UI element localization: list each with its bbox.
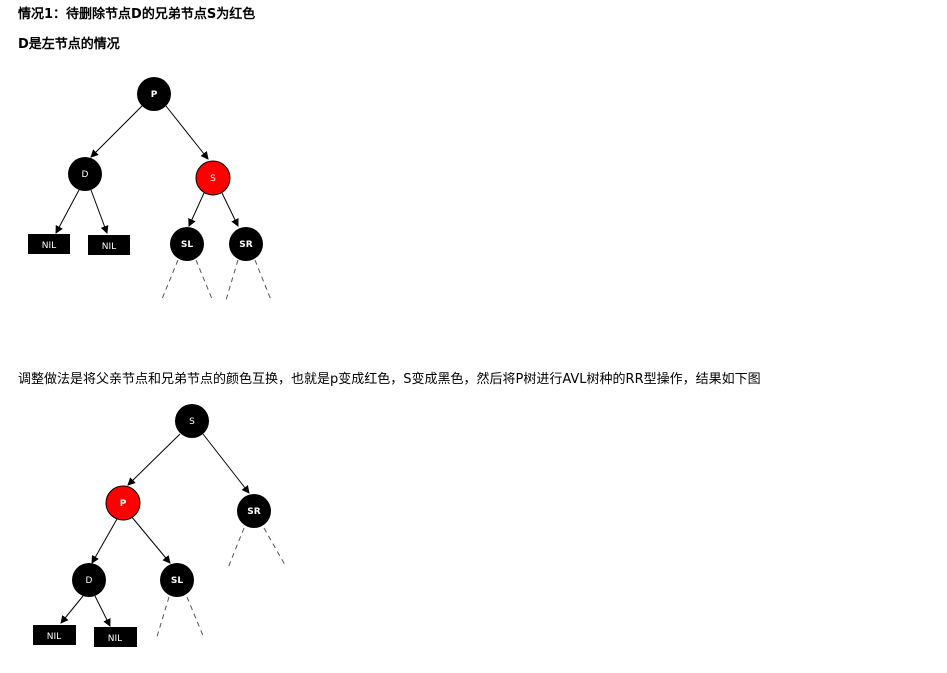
edge-s-sr (221, 192, 239, 227)
node-sr-label: SR (239, 240, 252, 250)
edge-s-sl (188, 192, 205, 227)
node-sr-label: SR (247, 507, 260, 517)
nil-left (33, 625, 76, 645)
adjustment-description: 调整做法是将父亲节点和兄弟节点的颜色互换，也就是p变成红色，S变成黑色，然后将P… (18, 372, 761, 387)
nil-right (88, 235, 130, 255)
nil-left (28, 234, 70, 254)
node-sl-label: SL (171, 576, 183, 586)
sl-subtree-left (155, 596, 170, 641)
node-p-label: P (151, 90, 158, 100)
sl-subtree-left (161, 259, 179, 300)
edge-d-nil-right (90, 189, 109, 234)
node-s-label: S (210, 174, 216, 184)
subcase-title: D是左节点的情况 (18, 37, 120, 52)
node-p-label: P (120, 499, 127, 509)
tree-after: S P SR D SL NIL NIL (33, 404, 286, 647)
case-title: 情况1：待删除节点D的兄弟节点S为红色 (18, 7, 256, 22)
edge-d-nil-left (60, 595, 84, 624)
node-p (105, 485, 141, 521)
node-s-label: S (189, 417, 195, 427)
node-sr (229, 227, 263, 261)
edge-p-s (165, 105, 209, 160)
node-s (195, 160, 231, 196)
node-sr (237, 494, 271, 528)
nil-right-label: NIL (108, 634, 122, 644)
edge-p-sl (130, 515, 171, 564)
nil-left-label: NIL (42, 241, 56, 251)
sl-subtree-right (186, 596, 205, 639)
node-sl-label: SL (181, 240, 193, 250)
node-d-label: D (82, 170, 89, 180)
edge-p-d (91, 518, 118, 564)
sr-subtree-left (227, 527, 245, 569)
nil-right-label: NIL (102, 242, 116, 252)
edge-d-nil-right (94, 595, 111, 627)
node-d-label: D (86, 576, 93, 586)
sl-subtree-right (195, 259, 213, 300)
nil-left-label: NIL (47, 632, 61, 642)
edge-d-nil-left (55, 189, 80, 234)
sr-subtree-left (225, 259, 239, 301)
nil-right (94, 627, 137, 647)
node-s (175, 404, 209, 438)
node-d (72, 563, 106, 597)
edge-s-sr (202, 433, 250, 494)
node-sl (170, 227, 204, 261)
tree-before: P D S SL SR NIL NIL (28, 77, 272, 301)
edge-s-p (127, 433, 181, 486)
sr-subtree-right (254, 259, 272, 301)
node-sl (160, 563, 194, 597)
sr-subtree-right (263, 527, 286, 566)
node-p (137, 77, 171, 111)
node-d (68, 157, 102, 191)
edge-p-d (90, 105, 143, 158)
